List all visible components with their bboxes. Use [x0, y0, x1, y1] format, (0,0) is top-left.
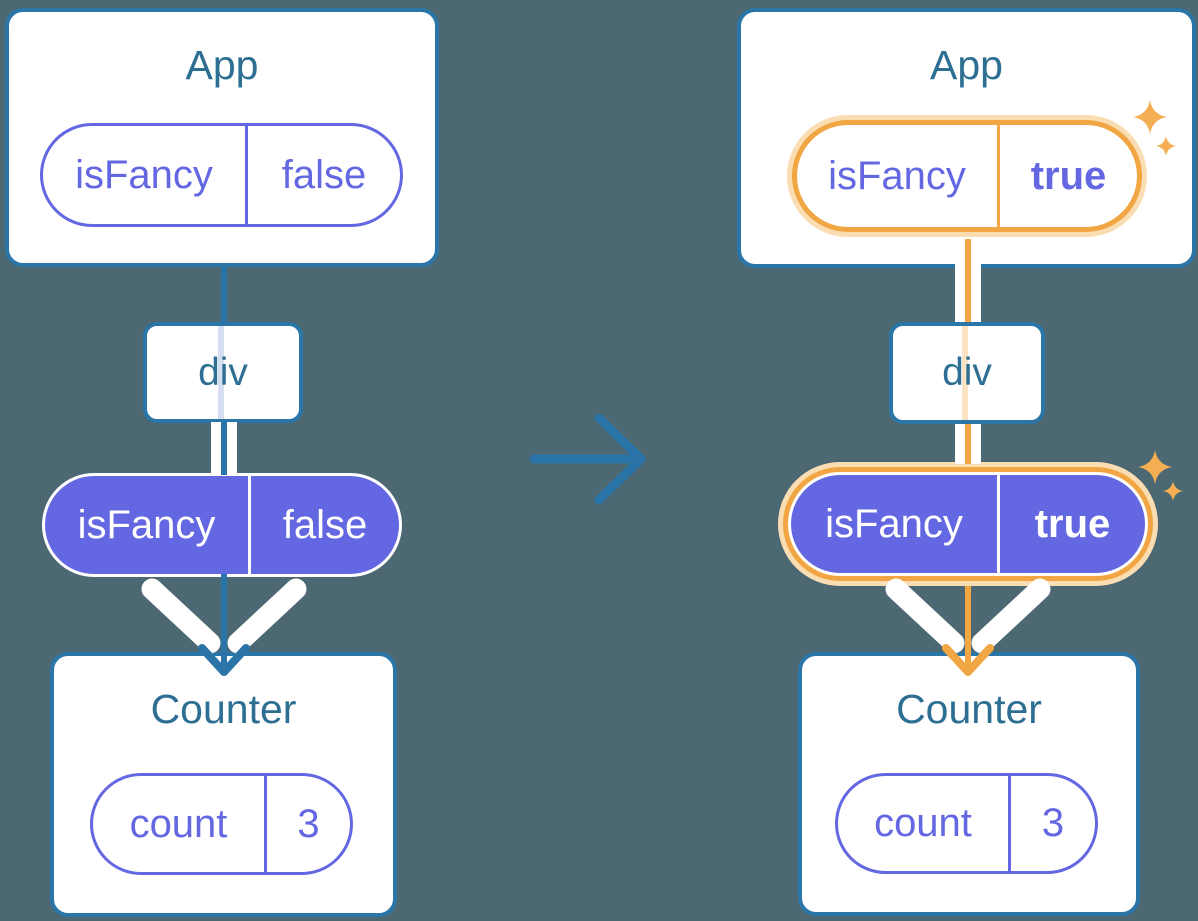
right-prop-flow-core — [965, 424, 971, 464]
left-app-title: App — [185, 42, 259, 88]
right-div-inner-flow-line — [962, 326, 968, 420]
prop-value: false — [282, 502, 368, 547]
left-app-state-pill: isFancy false — [40, 123, 403, 227]
highlight-ring-inner: isFancy true — [792, 120, 1142, 232]
right-passed-prop-pill: isFancy true — [788, 472, 1148, 576]
state-value: true — [1030, 153, 1107, 198]
left-counter-state-pill: count 3 — [90, 773, 353, 875]
pill-divider — [264, 776, 267, 872]
left-div-label: div — [198, 350, 248, 394]
right-passed-prop-highlight-ring: isFancy true — [778, 462, 1158, 586]
prop-name: isFancy — [77, 502, 216, 547]
right-counter-card: Counter count 3 — [798, 652, 1140, 916]
pill-divider — [997, 125, 1000, 227]
left-counter-title: Counter — [150, 686, 297, 732]
highlight-ring-inner: isFancy true — [783, 467, 1153, 581]
right-pass-down-arrow-icon — [885, 578, 1051, 676]
state-value: 3 — [1041, 801, 1065, 845]
left-prop-flow-core — [221, 422, 227, 475]
sparkle-icon — [1133, 100, 1176, 156]
state-name: isFancy — [828, 153, 966, 198]
right-div-label: div — [942, 351, 992, 394]
left-counter-card: Counter count 3 — [50, 652, 397, 917]
pill-divider — [1008, 776, 1011, 871]
right-app-card: App isFancy true — [737, 8, 1196, 268]
pill-divider — [997, 475, 1000, 573]
right-app-state-highlight-ring: isFancy true — [787, 115, 1147, 237]
left-div-inner-flow-line — [218, 326, 224, 419]
left-app-card: App isFancy false — [5, 8, 439, 267]
right-prop-flow-stripe-lower — [955, 424, 981, 464]
right-counter-state-pill: count 3 — [835, 773, 1098, 874]
state-name: count — [874, 801, 972, 845]
left-prop-flow-stripe — [211, 422, 237, 475]
pill-divider — [245, 126, 248, 224]
state-value: 3 — [297, 801, 320, 846]
right-div-box: div — [889, 322, 1045, 424]
state-value: false — [281, 152, 367, 197]
right-app-title: App — [930, 42, 1003, 88]
state-name: isFancy — [75, 152, 213, 197]
prop-name: isFancy — [825, 501, 963, 546]
left-div-box: div — [143, 322, 303, 423]
left-edge-app-to-div — [221, 263, 227, 322]
sparkle-icon — [1138, 450, 1183, 501]
right-counter-title: Counter — [896, 686, 1042, 732]
left-pass-down-arrow-icon — [141, 574, 307, 676]
right-prop-flow-stripe-upper — [955, 239, 981, 322]
right-app-state-pill: isFancy true — [797, 125, 1137, 227]
right-prop-flow-core — [965, 239, 971, 322]
transition-arrow-icon — [529, 413, 646, 505]
prop-value: true — [1034, 501, 1111, 546]
left-passed-prop-pill: isFancy false — [42, 473, 402, 577]
state-name: count — [129, 801, 228, 846]
pill-divider — [248, 476, 251, 574]
